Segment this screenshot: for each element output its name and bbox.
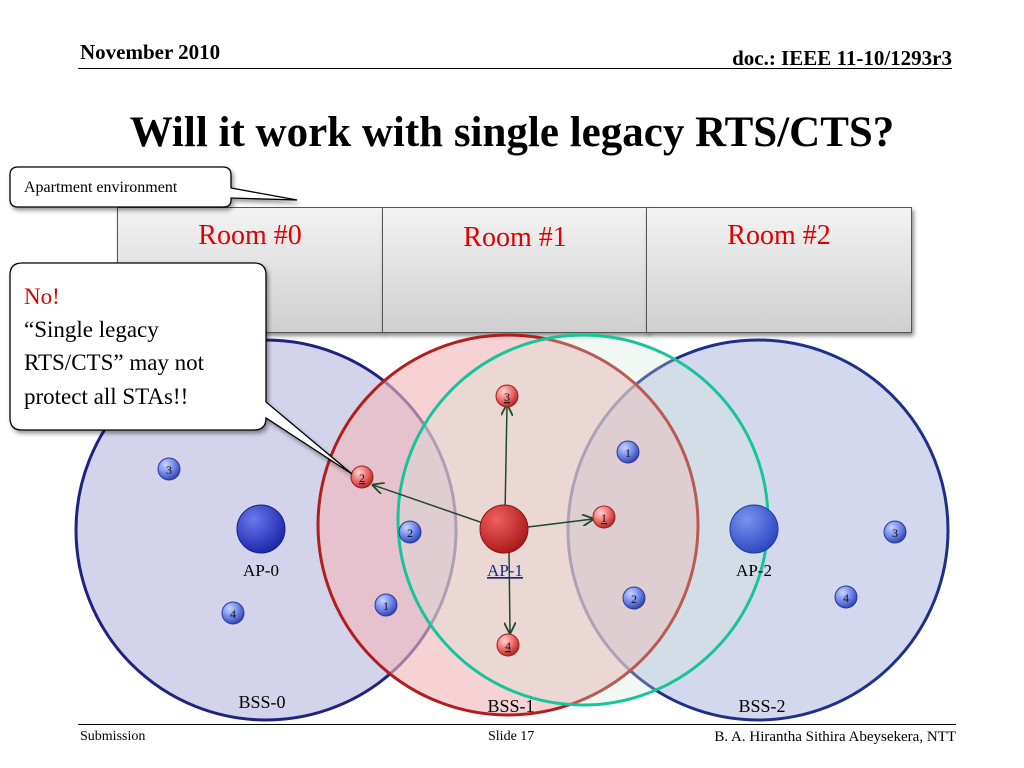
header-divider xyxy=(78,68,952,69)
bss-2-sta-4: 4 xyxy=(834,585,858,609)
ap-0-label: AP-0 xyxy=(243,561,279,580)
room-2-label: Room #2 xyxy=(727,220,831,251)
slide-title: Will it work with single legacy RTS/CTS? xyxy=(129,109,895,156)
bss-1-label: BSS-1 xyxy=(487,696,534,716)
ap-0-node xyxy=(236,504,286,554)
bss-1-sta-1: 1 xyxy=(592,505,616,529)
ap-1-node xyxy=(479,504,529,554)
footer-author: B. A. Hirantha Sithira Abeysekera, NTT xyxy=(714,729,956,745)
room-2: Room #2 xyxy=(646,207,912,333)
arrow-to-sta-3 xyxy=(505,405,507,515)
bss-2-sta-3: 3 xyxy=(883,520,907,544)
no-callout-line-1: No! xyxy=(24,284,60,309)
footer-slide-number: Slide 17 xyxy=(488,729,535,744)
bss-0-sta-1: 1 xyxy=(374,593,398,617)
svg-text:4: 4 xyxy=(230,607,236,621)
apartment-callout-text: Apartment environment xyxy=(24,179,178,196)
header-date: November 2010 xyxy=(80,40,221,64)
bss-1-sta-4: 4 xyxy=(496,633,520,657)
ap-1-label: AP-1 xyxy=(487,561,523,580)
svg-text:2: 2 xyxy=(631,592,637,606)
bss-0-sta-4: 4 xyxy=(221,601,245,625)
svg-text:1: 1 xyxy=(601,511,607,525)
ap-2-label: AP-2 xyxy=(736,561,772,580)
apartment-callout xyxy=(9,166,298,208)
svg-text:1: 1 xyxy=(383,599,389,613)
footer-divider xyxy=(78,724,956,725)
bss-2-label: BSS-2 xyxy=(738,696,785,716)
bss-2-sta-2: 2 xyxy=(622,586,646,610)
svg-text:4: 4 xyxy=(843,591,849,605)
svg-text:3: 3 xyxy=(504,390,510,404)
bss-1-sta-3: 3 xyxy=(495,384,519,408)
room-1: Room #1 xyxy=(382,207,648,333)
no-callout-line-3: RTS/CTS” may not xyxy=(24,350,205,375)
bss-2-sta-1: 1 xyxy=(616,440,640,464)
no-callout-line-4: protect all STAs!! xyxy=(24,384,188,409)
footer-submission: Submission xyxy=(80,729,146,744)
room-0-label: Room #0 xyxy=(198,220,302,251)
svg-text:3: 3 xyxy=(892,526,898,540)
svg-text:1: 1 xyxy=(625,446,631,460)
svg-text:4: 4 xyxy=(505,639,511,653)
bss-0-sta-3: 3 xyxy=(157,457,181,481)
room-1-label: Room #1 xyxy=(463,222,567,253)
bss-0-sta-2: 2 xyxy=(398,520,422,544)
bss-0-label: BSS-0 xyxy=(238,692,285,712)
header-doc-id: doc.: IEEE 11-10/1293r3 xyxy=(732,46,952,70)
arrow-to-sta-2 xyxy=(373,485,484,524)
arrow-to-sta-1 xyxy=(527,519,593,528)
svg-text:3: 3 xyxy=(166,463,172,477)
no-callout-line-2: “Single legacy xyxy=(24,317,159,342)
svg-text:2: 2 xyxy=(359,471,365,485)
no-callout xyxy=(9,262,353,475)
arrow-to-sta-4 xyxy=(509,549,510,633)
bss-1-sta-2: 2 xyxy=(350,465,374,489)
ap-2-node xyxy=(729,504,779,554)
svg-text:2: 2 xyxy=(407,526,413,540)
